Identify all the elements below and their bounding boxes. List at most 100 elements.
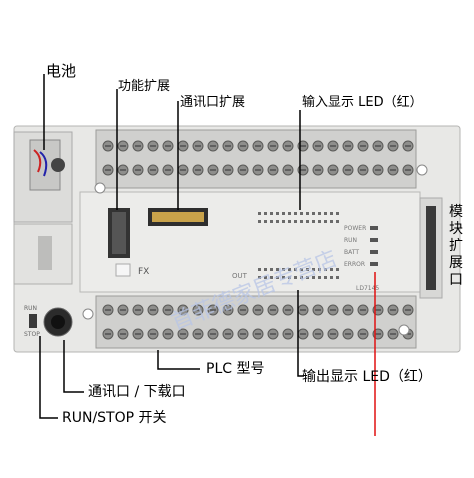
plc-model-label: PLC 型号 (206, 361, 265, 377)
mount-hole-icon (398, 324, 410, 336)
led-dot-icon (336, 212, 339, 215)
battery-connector (38, 236, 52, 270)
mount-hole-icon (94, 182, 106, 194)
led-dot-icon (312, 268, 315, 271)
led-dot-icon (312, 212, 315, 215)
model-plate-box (115, 263, 131, 277)
input-terminal-screws (102, 140, 414, 176)
led-dot-icon (288, 276, 291, 279)
run-stop-switch-label: RUN/STOP 开关 (62, 410, 167, 426)
led-dot-icon (318, 276, 321, 279)
led-dot-icon (306, 220, 309, 223)
out-label: OUT (232, 272, 248, 280)
led-dot-icon (324, 212, 327, 215)
mount-hole-icon (82, 308, 94, 320)
led-dot-icon (264, 268, 267, 271)
battery-cell-icon (51, 158, 65, 172)
battery-wire-blue (39, 151, 48, 177)
run-stop-switch (29, 314, 37, 328)
output-terminal-screws (102, 304, 414, 340)
status-batt: BATT (344, 249, 359, 256)
input-terminal-block (95, 129, 417, 189)
led-dot-icon (270, 220, 273, 223)
led-dot-icon (294, 276, 297, 279)
stop-label: STOP (24, 331, 40, 338)
led-dot-icon (318, 220, 321, 223)
led-dot-icon (282, 268, 285, 271)
led-dot-icon (306, 212, 309, 215)
batt-led-icon (370, 250, 378, 254)
led-dot-icon (324, 268, 327, 271)
power-led-icon (370, 226, 378, 230)
led-dot-icon (324, 276, 327, 279)
led-dot-icon (294, 212, 297, 215)
led-dot-icon (282, 220, 285, 223)
led-dot-icon (258, 212, 261, 215)
led-dot-icon (276, 276, 279, 279)
led-dot-icon (288, 268, 291, 271)
function-expansion-pins (112, 212, 126, 254)
module-expansion-connector (426, 206, 436, 290)
led-dot-icon (312, 276, 315, 279)
led-dot-icon (300, 276, 303, 279)
led-dot-icon (270, 268, 273, 271)
led-dot-icon (324, 220, 327, 223)
error-led-icon (370, 262, 378, 266)
mount-hole-icon (416, 164, 428, 176)
led-dot-icon (264, 276, 267, 279)
led-dot-icon (318, 212, 321, 215)
led-dot-icon (258, 268, 261, 271)
module-expansion-label: 模块扩展口 (449, 204, 463, 288)
led-dot-icon (270, 276, 273, 279)
led-dot-icon (294, 220, 297, 223)
led-dot-icon (336, 220, 339, 223)
led-dot-icon (330, 268, 333, 271)
led-dot-icon (288, 220, 291, 223)
led-dot-icon (300, 220, 303, 223)
leader-lines (39, 74, 304, 419)
output-led-row (258, 268, 339, 279)
led-dot-icon (336, 268, 339, 271)
led-dot-icon (294, 268, 297, 271)
led-dot-icon (306, 276, 309, 279)
comm-download-port-label: 通讯口 / 下载口 (88, 384, 186, 400)
status-power: POWER (344, 225, 366, 232)
output-led-label: 输出显示 LED（红） (302, 369, 432, 385)
plc-front-panel (79, 191, 421, 293)
led-dot-icon (330, 276, 333, 279)
status-error: ERROR (344, 261, 365, 268)
led-dot-icon (288, 212, 291, 215)
led-dot-icon (300, 268, 303, 271)
led-dot-icon (282, 276, 285, 279)
model-code: LD7145 (356, 285, 379, 292)
run-stop-leader (39, 336, 58, 419)
comm-port-socket-icon (51, 315, 65, 329)
led-dot-icon (264, 220, 267, 223)
led-dot-icon (318, 268, 321, 271)
status-run: RUN (344, 237, 357, 244)
input-led-row (258, 212, 339, 223)
run-label: RUN (24, 305, 37, 312)
run-led-icon (370, 238, 378, 242)
led-dot-icon (270, 212, 273, 215)
led-dot-icon (276, 268, 279, 271)
led-dot-icon (276, 220, 279, 223)
output-led-leader (297, 290, 304, 377)
led-dot-icon (336, 276, 339, 279)
battery-label: 电池 (46, 62, 77, 80)
led-dot-icon (330, 220, 333, 223)
led-dot-icon (300, 212, 303, 215)
comm-port-expansion-label: 通讯口扩展 (180, 95, 246, 110)
plc-model-leader (157, 350, 200, 370)
led-dot-icon (276, 212, 279, 215)
led-dot-icon (258, 276, 261, 279)
comm-port-leader (63, 340, 84, 393)
input-led-label: 输入显示 LED（红） (302, 95, 423, 110)
function-expansion-label: 功能扩展 (118, 79, 171, 94)
comm-expansion-pins (152, 212, 204, 222)
led-dot-icon (258, 220, 261, 223)
led-dot-icon (264, 212, 267, 215)
led-dot-icon (306, 268, 309, 271)
